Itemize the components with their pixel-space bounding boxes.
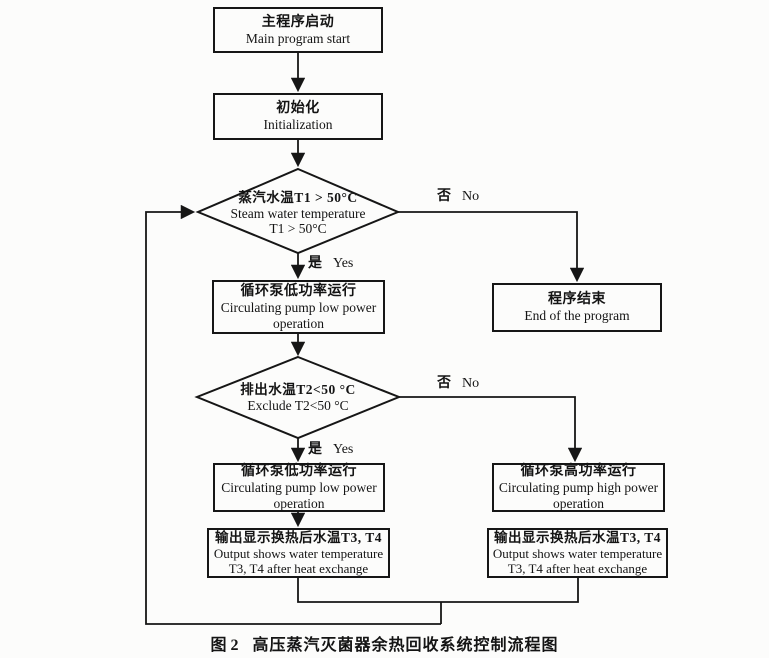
yes-label-zh: 是 — [308, 256, 322, 271]
node-label-en: Circulating pump low power — [220, 299, 377, 315]
decision-label-en: Steam water temperature — [230, 206, 366, 221]
node-output-temperature-left: 输出显示换热后水温T3, T4 Output shows water tempe… — [207, 528, 390, 578]
no-label-en: No — [462, 376, 480, 391]
decision2-no-label: 否 No — [437, 376, 479, 391]
node-label-zh: 循环泵低功率运行 — [241, 464, 357, 479]
no-label-en: No — [462, 189, 480, 204]
decision2-yes-label: 是 Yes — [308, 442, 353, 457]
node-label-zh: 循环泵高功率运行 — [520, 464, 637, 479]
decision2-text: 排出水温T2<50 °C Exclude T2<50 °C — [197, 382, 399, 413]
node-pump-high-power: 循环泵高功率运行 Circulating pump high power ope… — [492, 463, 665, 512]
no-label-zh: 否 — [437, 376, 451, 391]
node-label-en: operation — [273, 496, 325, 511]
decision-label-en: Exclude T2<50 °C — [247, 398, 349, 413]
node-label-zh: 输出显示换热后水温T3, T4 — [493, 530, 661, 545]
node-label-zh: 输出显示换热后水温T3, T4 — [214, 530, 382, 545]
node-label-zh: 循环泵低功率运行 — [240, 283, 357, 299]
node-label-en: T3, T4 after heat exchange — [228, 561, 369, 576]
figure-title: 高压蒸汽灭菌器余热回收系统控制流程图 — [252, 637, 559, 654]
node-label-en: End of the program — [524, 308, 630, 323]
arrow-decision2-no-to-high — [399, 396, 583, 463]
figure-number: 图 2 — [210, 637, 239, 654]
node-label-en: T3, T4 after heat exchange — [507, 561, 648, 576]
decision-label-zh: 蒸汽水温T1 > 50°C — [238, 190, 358, 205]
node-label-zh: 程序结束 — [548, 292, 606, 307]
node-label-en: Initialization — [263, 117, 333, 132]
node-program-end: 程序结束 End of the program — [492, 283, 662, 332]
merge-line-outputs — [297, 578, 579, 603]
node-label-en: operation — [553, 496, 604, 511]
node-pump-low-power-1: 循环泵低功率运行 Circulating pump low power oper… — [212, 280, 385, 334]
decision1-no-label: 否 No — [437, 189, 479, 204]
node-label-en: operation — [273, 315, 324, 331]
node-label-zh: 初始化 — [276, 101, 320, 116]
node-label-zh: 主程序启动 — [261, 14, 335, 30]
node-pump-low-power-2: 循环泵低功率运行 Circulating pump low power oper… — [213, 463, 385, 512]
node-label-en: Circulating pump high power — [498, 480, 659, 495]
node-label-en: Output shows water temperature — [213, 546, 384, 561]
figure-caption: 图 2 高压蒸汽灭菌器余热回收系统控制流程图 — [0, 631, 769, 655]
node-initialization: 初始化 Initialization — [213, 93, 383, 140]
node-label-en: Circulating pump low power — [221, 480, 377, 495]
node-output-temperature-right: 输出显示换热后水温T3, T4 Output shows water tempe… — [487, 528, 668, 578]
feedback-loop-line — [145, 204, 441, 625]
node-main-program-start: 主程序启动 Main program start — [213, 7, 383, 53]
decision1-yes-label: 是 Yes — [308, 256, 353, 271]
arrow-decision1-no-to-end — [398, 211, 585, 283]
decision-label-en: T1 > 50°C — [269, 221, 327, 236]
node-label-en: Output shows water temperature — [492, 546, 663, 561]
decision1-text: 蒸汽水温T1 > 50°C Steam water temperature T1… — [198, 190, 398, 236]
decision-label-zh: 排出水温T2<50 °C — [240, 382, 356, 397]
yes-label-zh: 是 — [308, 442, 322, 457]
node-label-en: Main program start — [245, 30, 351, 46]
yes-label-en: Yes — [333, 256, 354, 271]
no-label-zh: 否 — [437, 189, 451, 204]
yes-label-en: Yes — [333, 442, 354, 457]
